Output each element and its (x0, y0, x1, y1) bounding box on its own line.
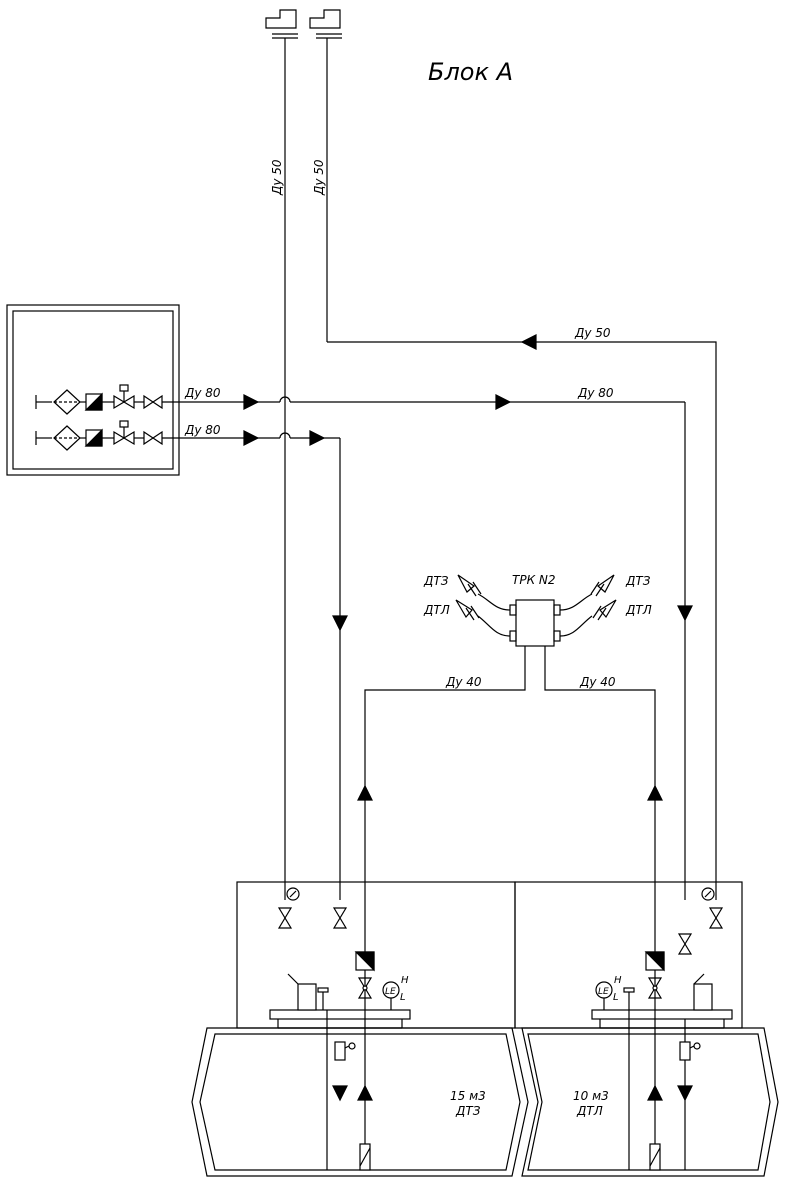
nozzle-left-bottom-icon (455, 599, 480, 621)
tank-2-volume: 10 м3 (573, 1089, 609, 1103)
vent-left-label: Ду 50 (270, 159, 284, 196)
float-valve-right-icon (679, 1041, 701, 1061)
flow-arrow-up-right (647, 784, 663, 801)
dispenser-name: ТРК N2 (512, 573, 556, 587)
block-title: Блок А (428, 58, 513, 86)
level-sensor-right-low: L (613, 992, 619, 1003)
float-valve-left-icon (334, 1041, 356, 1061)
hose-right-bottom-label: ДТЛ (625, 603, 652, 617)
breather-cap-left (265, 9, 298, 39)
flow-arrow-upper-1 (243, 394, 260, 410)
valve-icon-vent-left (277, 907, 293, 929)
nozzle-right-bottom-icon (592, 599, 617, 621)
level-sensor-left-low: L (400, 992, 406, 1003)
hose-left-bottom-label: ДТЛ (423, 603, 450, 617)
gauge-left-icon (286, 887, 300, 901)
level-sensor-left (382, 981, 400, 1010)
supply-upper-left-label: Ду 80 (184, 386, 221, 400)
tank-2-fuel: ДТЛ (576, 1104, 603, 1118)
tank-1-volume: 15 м3 (450, 1089, 486, 1103)
flow-arrow-lower-down (332, 615, 348, 632)
flow-arrow-lower-2 (309, 430, 326, 446)
dispenser-out-right-label: Ду 40 (579, 675, 616, 689)
equipment-box-left (236, 881, 516, 1029)
supply-line-upper (180, 396, 686, 900)
dispenser-line-right (544, 646, 656, 1170)
check-valve-left-icon (354, 951, 375, 999)
filling-row-2 (35, 420, 180, 451)
dispenser-line-left (364, 646, 526, 1170)
flow-arrow-up-left (357, 784, 373, 801)
supply-line-lower (180, 432, 341, 900)
tank-15m3 (191, 1027, 529, 1177)
return-line-du50 (327, 341, 717, 900)
level-sensor-left-tag: LE (385, 987, 396, 997)
filling-cabinet (6, 304, 180, 476)
dispenser-hoses (477, 593, 593, 637)
valve-icon-supply-right (677, 933, 693, 955)
dispenser-out-left-label: Ду 40 (445, 675, 482, 689)
level-sensor-left-high: H (401, 975, 409, 986)
tank-1-fuel: ДТЗ (455, 1104, 481, 1118)
check-valve-right-icon (644, 951, 665, 999)
hose-left-top-label: ДТЗ (423, 574, 449, 588)
strainer-right-icon (649, 1143, 661, 1171)
valve-icon (113, 394, 126, 410)
tank-arrow-up-right (647, 1084, 663, 1101)
nozzle-left-top-icon (457, 574, 482, 597)
tank-arrow-up-left (357, 1084, 373, 1101)
level-sensor-right-high: H (614, 975, 622, 986)
level-sensor-right (595, 981, 613, 1010)
flow-arrow-upper-down (677, 605, 693, 622)
gauge-right-icon (701, 887, 715, 901)
flow-arrow-upper-2 (495, 394, 512, 410)
valve-icon-supply-left (332, 907, 348, 929)
manhole-left (269, 973, 411, 1029)
flow-arrow-lower-1 (243, 430, 260, 446)
nozzle-right-top-icon (590, 574, 615, 597)
fuel-dispenser (509, 599, 561, 647)
vent-right-label: Ду 50 (312, 159, 326, 196)
tank-10m3 (521, 1027, 779, 1177)
valve-icon-return-right (708, 907, 724, 929)
return-line-label: Ду 50 (574, 326, 611, 340)
tank-arrow-down-right (677, 1085, 693, 1102)
breather-cap-right (309, 9, 342, 39)
tank-arrow-down-left (332, 1085, 348, 1102)
filling-row-1 (35, 384, 180, 415)
supply-upper-right-label: Ду 80 (577, 386, 614, 400)
strainer-left-icon (359, 1143, 371, 1171)
flow-arrow-return (520, 334, 537, 350)
hose-right-top-label: ДТЗ (625, 574, 651, 588)
supply-lower-left-label: Ду 80 (184, 423, 221, 437)
level-sensor-right-tag: LE (598, 987, 609, 997)
